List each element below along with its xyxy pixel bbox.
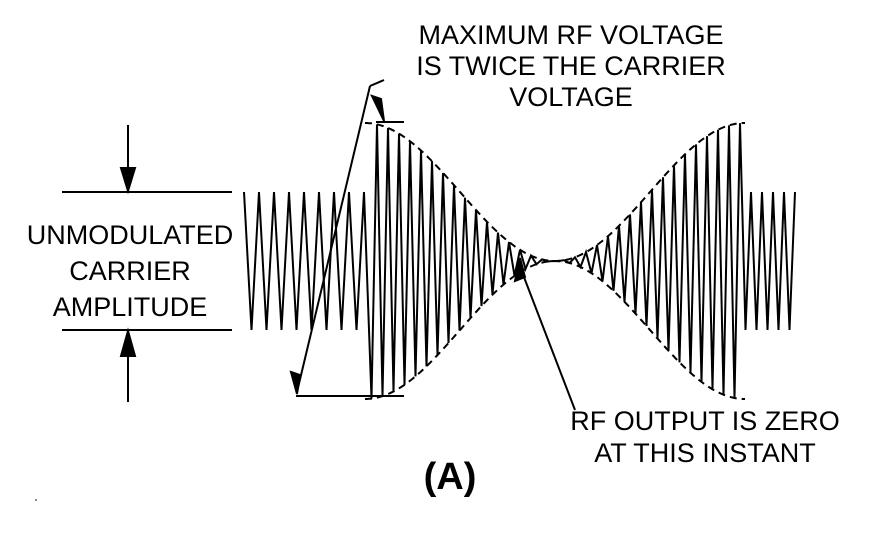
max-voltage-line-3: VOLTAGE — [509, 82, 633, 112]
zero-pointer-line — [521, 271, 576, 411]
rf-output-zero-callout: RF OUTPUT IS ZERO AT THIS INSTANT — [555, 408, 855, 467]
zero-output-pointer — [513, 257, 576, 411]
up-arrowhead-icon — [119, 327, 137, 357]
scan-dot — [35, 499, 37, 501]
peak-voltage-dimension — [289, 79, 404, 397]
max-rf-voltage-callout: MAXIMUM RF VOLTAGE IS TWICE THE CARRIER … — [396, 22, 746, 111]
zero-pointer-arrowhead-icon — [513, 257, 527, 283]
carrier-label-line-1: UNMODULATED — [26, 220, 234, 250]
carrier-label-line-3: AMPLITUDE — [52, 292, 208, 322]
zero-output-line-2: AT THIS INSTANT — [594, 438, 816, 468]
unmodulated-carrier-amplitude-label: UNMODULATED CARRIER AMPLITUDE — [10, 222, 250, 330]
peak-top-arrowhead-icon — [370, 94, 385, 122]
zero-output-line-1: RF OUTPUT IS ZERO — [570, 406, 840, 436]
peak-diagonal-line — [296, 85, 371, 393]
max-voltage-line-1: MAXIMUM RF VOLTAGE — [418, 20, 724, 50]
max-voltage-line-2: IS TWICE THE CARRIER — [416, 51, 726, 81]
envelope-lower-dashed — [365, 260, 745, 400]
peak-bottom-arrowhead-icon — [289, 370, 302, 395]
carrier-amplitude-dimension — [62, 125, 232, 402]
callout-leader-line — [369, 79, 385, 87]
carrier-label-line-2: CARRIER — [69, 256, 191, 286]
down-arrowhead-icon — [119, 167, 137, 195]
modulation-envelope — [365, 122, 745, 400]
panel-label: (A) — [423, 456, 477, 498]
